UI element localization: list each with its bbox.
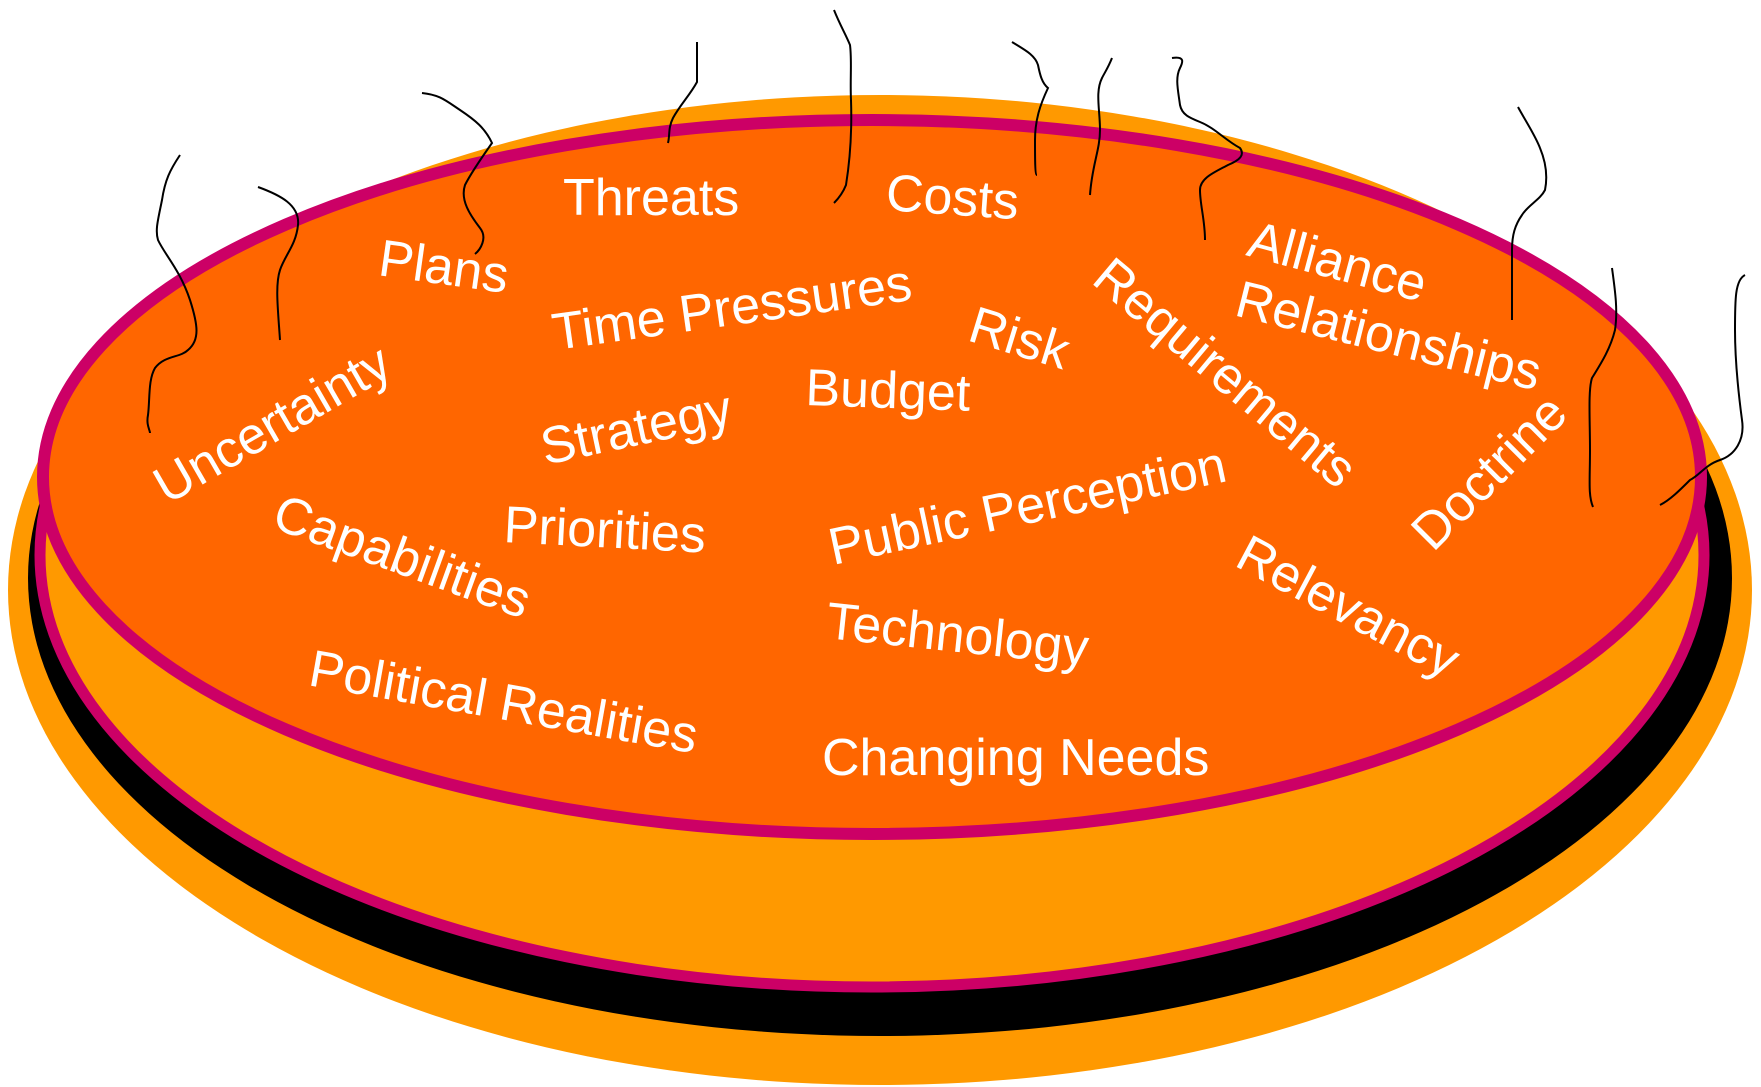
steam-wisp	[833, 9, 853, 204]
steam-wisp	[1011, 41, 1050, 176]
steam-wisp	[667, 41, 699, 144]
steam-wisp	[421, 92, 494, 255]
steam-wisp	[1588, 267, 1618, 508]
word-threats: Threats	[563, 169, 739, 227]
steam-wisps	[146, 9, 1746, 508]
word-budget: Budget	[805, 359, 972, 423]
steam-wisp	[1171, 56, 1243, 241]
steam-wisp	[1659, 274, 1746, 506]
steam-wisp	[257, 186, 300, 341]
word-changing-needs: Changing Needs	[822, 729, 1209, 787]
pot-top-surface	[37, 114, 1707, 840]
steam-wisp	[1089, 57, 1113, 196]
steam-wisp	[1510, 106, 1548, 320]
steam-wisp	[146, 154, 198, 434]
word-priorities: Priorities	[502, 496, 707, 565]
word-costs: Costs	[884, 164, 1021, 231]
